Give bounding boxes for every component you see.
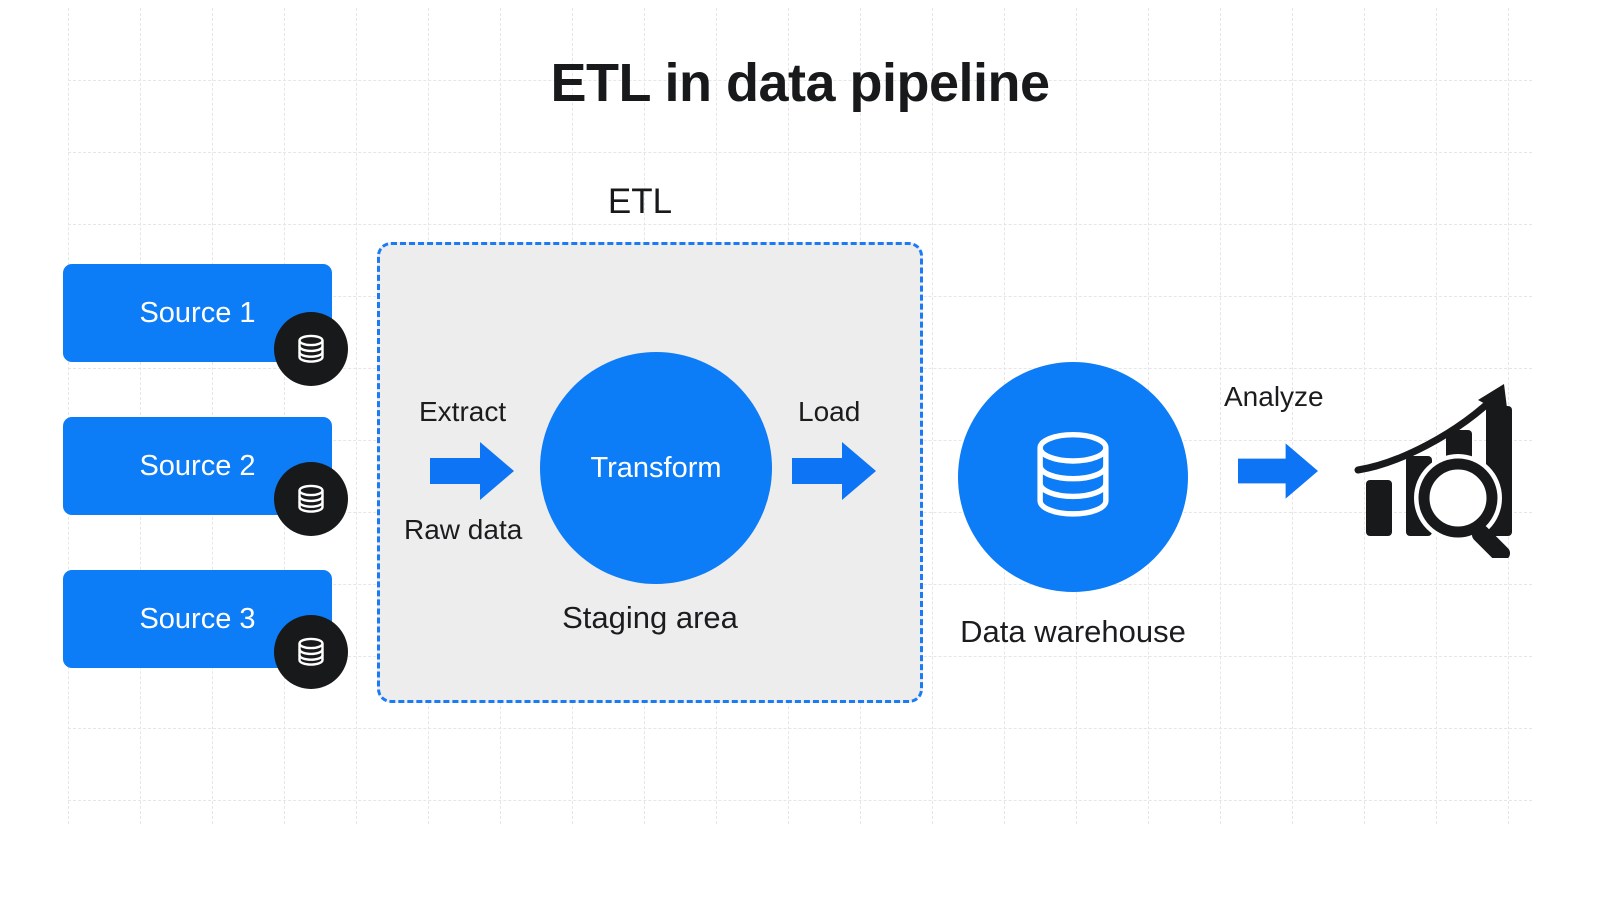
source-label-2: Source 2 xyxy=(139,449,256,482)
transform-label: Transform xyxy=(590,452,722,484)
transform-node[interactable] xyxy=(540,352,772,584)
database-icon xyxy=(274,615,348,689)
staging-area-label: Staging area xyxy=(562,600,738,635)
arrow-right-icon xyxy=(430,440,514,507)
database-icon xyxy=(274,312,348,386)
source-box-3[interactable]: Source 3 xyxy=(63,570,332,668)
raw-data-label: Raw data xyxy=(404,514,523,545)
bar-chart-magnifier-icon xyxy=(1352,378,1532,564)
load-label: Load xyxy=(798,396,861,427)
source-label-3: Source 3 xyxy=(139,602,256,635)
database-icon xyxy=(274,462,348,536)
arrow-right-icon xyxy=(1238,440,1318,507)
page-title: ETL in data pipeline xyxy=(550,53,1050,113)
source-label-1: Source 1 xyxy=(139,296,256,329)
arrow-right-icon xyxy=(792,440,876,507)
extract-label: Extract xyxy=(419,396,507,427)
data-warehouse-label: Data warehouse xyxy=(960,614,1186,649)
data-warehouse-node[interactable] xyxy=(958,362,1188,592)
database-icon xyxy=(1013,415,1133,540)
analyze-label: Analyze xyxy=(1224,381,1324,412)
etl-caption: ETL xyxy=(607,182,673,221)
